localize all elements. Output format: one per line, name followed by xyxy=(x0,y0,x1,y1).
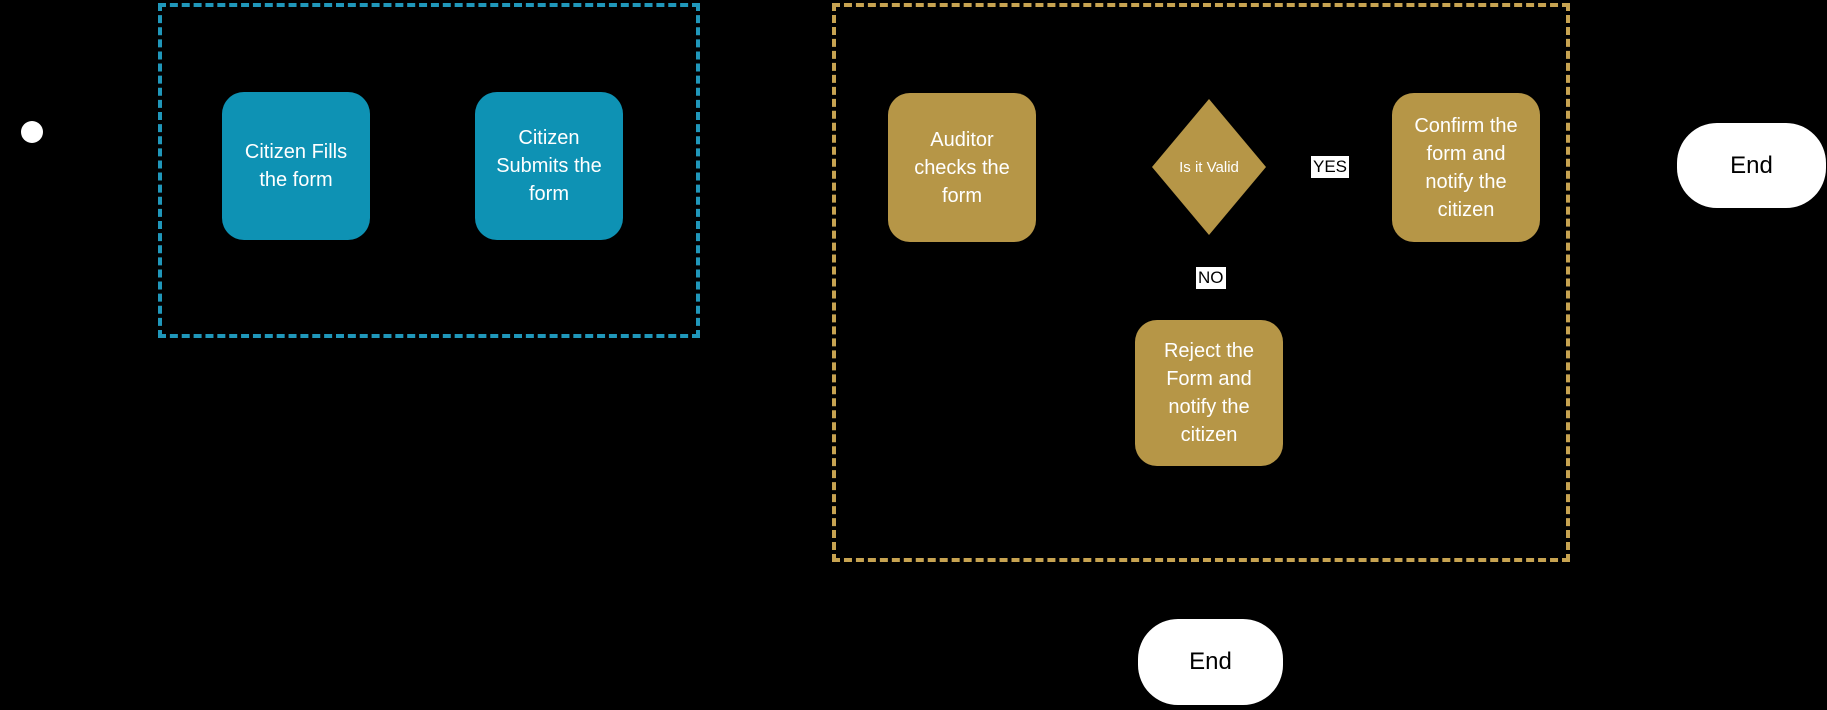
node-reject-form-notify-citizen: Reject the Form and notify the citizen xyxy=(1135,320,1283,466)
node-auditor-checks-form: Auditor checks the form xyxy=(888,93,1036,242)
edge-label-no: NO xyxy=(1196,267,1226,289)
start-event-circle xyxy=(21,121,43,143)
end-node-bottom: End xyxy=(1138,619,1283,705)
end-node-right: End xyxy=(1677,123,1826,208)
edge-label-yes: YES xyxy=(1311,156,1350,178)
node-confirm-form-notify-citizen: Confirm the form and notify the citizen xyxy=(1392,93,1540,242)
node-citizen-fills-form: Citizen Fills the form xyxy=(222,92,370,240)
lane-citizen-group xyxy=(158,3,700,338)
lane-auditor-group xyxy=(832,3,1570,562)
node-citizen-submits-form: Citizen Submits the form xyxy=(475,92,623,240)
